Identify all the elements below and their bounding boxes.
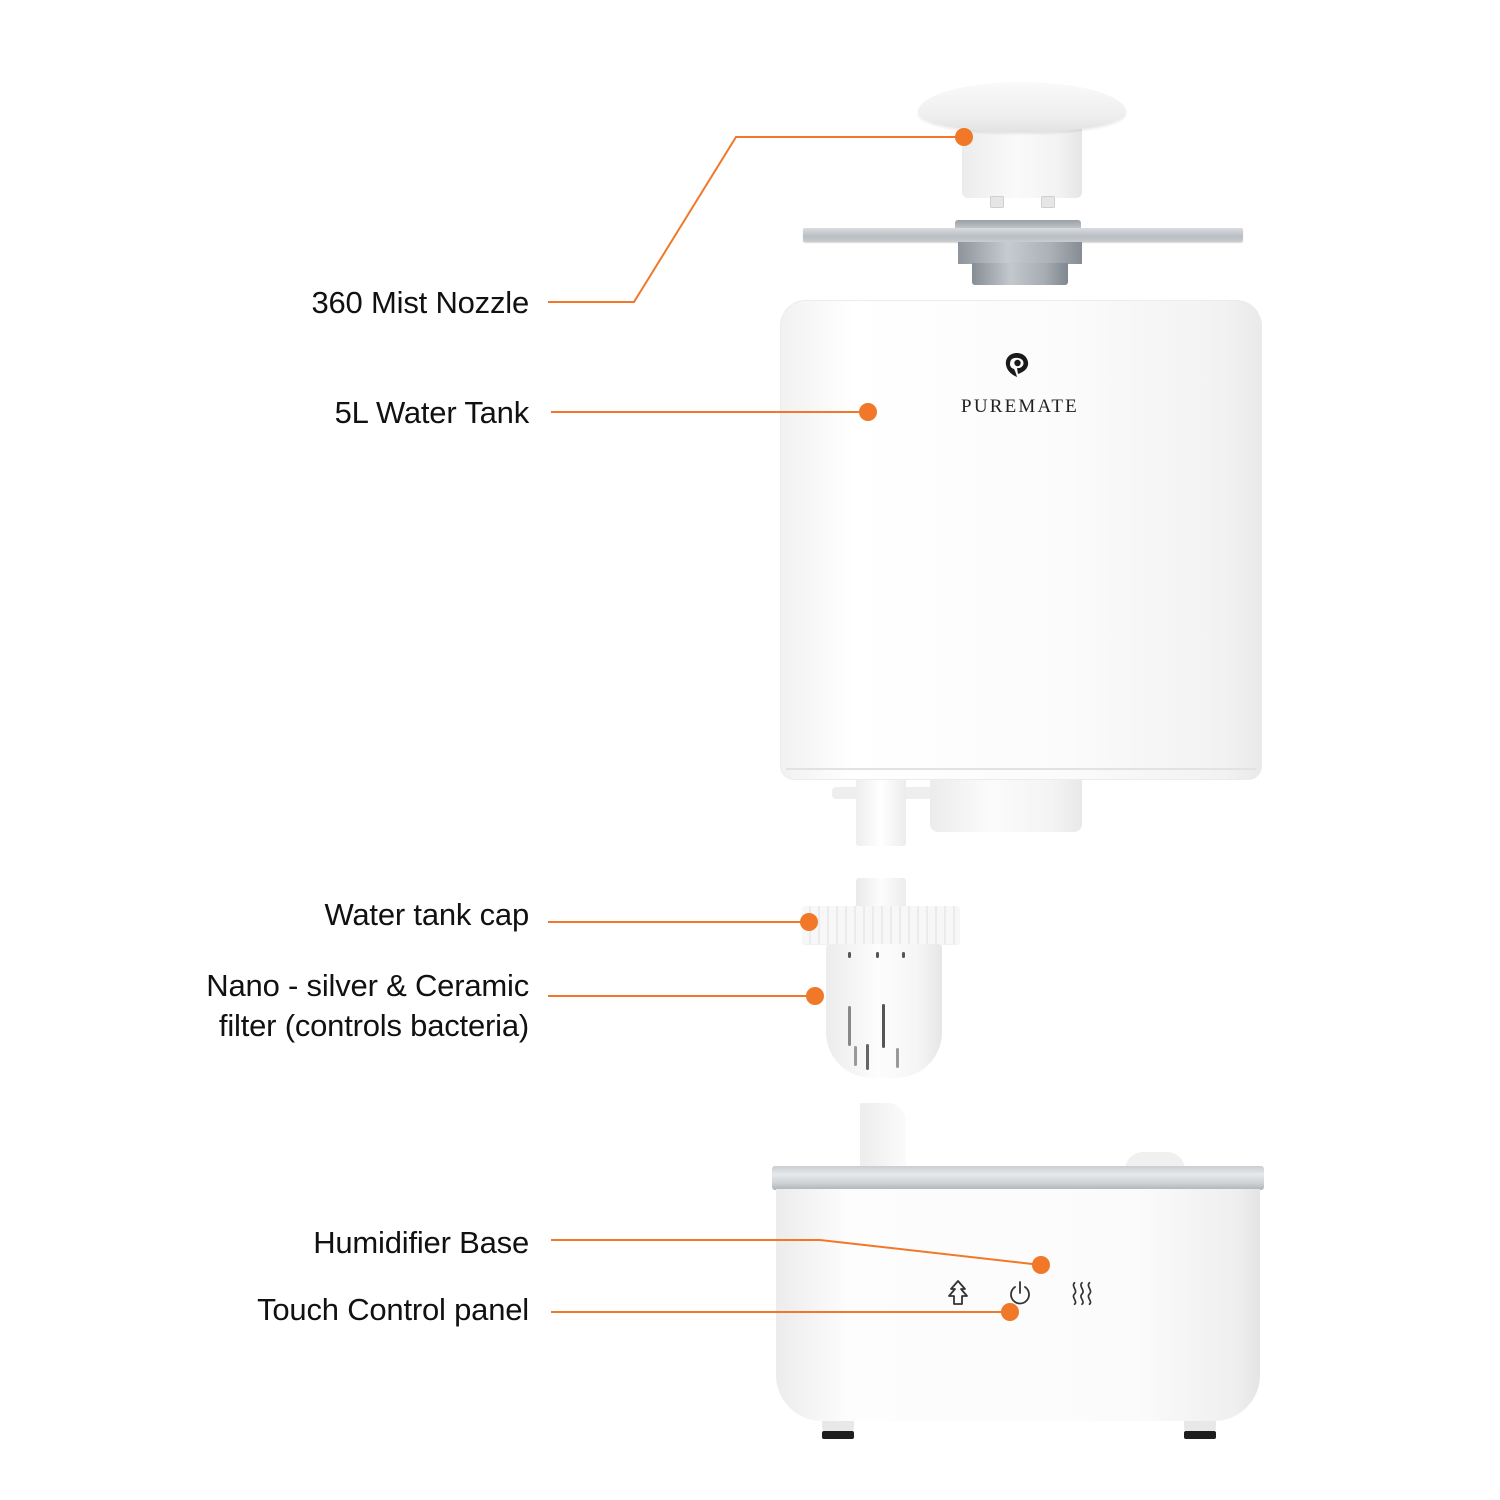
tree-icon[interactable] xyxy=(944,1278,972,1308)
tank-outlet xyxy=(930,780,1082,832)
water-tank-cap xyxy=(802,906,960,944)
base-silver-rim xyxy=(772,1166,1264,1190)
label-360-mist-nozzle: 360 Mist Nozzle xyxy=(311,285,529,320)
tank-seam xyxy=(786,768,1256,770)
tank-valve-peg xyxy=(856,780,906,846)
nozzle-pin xyxy=(1041,196,1055,208)
mist-nozzle-cap xyxy=(918,82,1126,132)
base-foot xyxy=(822,1421,854,1433)
label-5l-water-tank: 5L Water Tank xyxy=(334,395,530,430)
label-humidifier-base: Humidifier Base xyxy=(313,1225,529,1260)
label-filter-line1: Nano - silver & Ceramic xyxy=(206,968,529,1003)
label-touch-control-panel: Touch Control panel xyxy=(257,1292,529,1327)
label-water-tank-cap: Water tank cap xyxy=(324,897,529,932)
cap-spout xyxy=(856,878,906,908)
nozzle-pin xyxy=(990,196,1004,208)
label-filter-line2: filter (controls bacteria) xyxy=(218,1008,529,1043)
nozzle-socket-collar xyxy=(958,242,1082,264)
base-float-knob xyxy=(1125,1152,1185,1170)
ceramic-filter xyxy=(826,944,942,1078)
base-mist-chute xyxy=(860,1103,906,1169)
base-foot-pad xyxy=(1184,1431,1216,1439)
heat-mist-icon[interactable] xyxy=(1068,1278,1096,1308)
puremate-logo-icon xyxy=(1005,353,1029,377)
brand-wordmark: PUREMATE xyxy=(961,396,1079,417)
base-foot xyxy=(1184,1421,1216,1433)
nozzle-socket-collar-lower xyxy=(972,263,1068,285)
top-cover-plate xyxy=(803,228,1243,242)
base-foot-pad xyxy=(822,1431,854,1439)
water-tank xyxy=(780,300,1262,780)
power-icon[interactable] xyxy=(1006,1278,1034,1308)
